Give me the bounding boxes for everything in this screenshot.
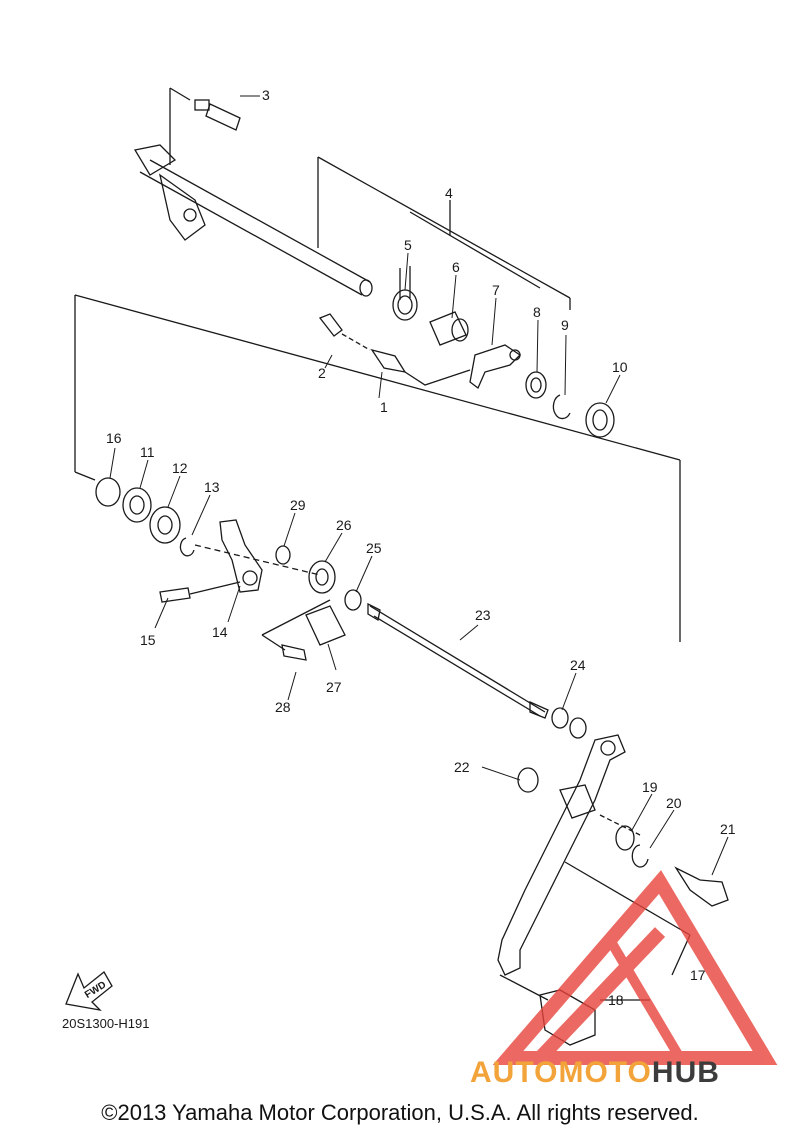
callout-24: 24 [570, 657, 586, 673]
callout-28: 28 [275, 699, 291, 715]
watermark-triangle-icon [492, 870, 778, 1065]
callout-19: 19 [642, 779, 658, 795]
watermark-logo: AUTOMOTOHUB [470, 1056, 720, 1090]
callout-4: 4 [445, 185, 453, 201]
callout-26: 26 [336, 517, 352, 533]
fwd-arrow-icon: FWD [65, 971, 113, 1011]
callout-9: 9 [561, 317, 569, 333]
callout-10: 10 [612, 359, 628, 375]
callout-11: 11 [140, 444, 155, 460]
callout-1: 1 [380, 399, 388, 415]
callout-23: 23 [475, 607, 491, 623]
callout-29: 29 [290, 497, 306, 513]
callout-3: 3 [262, 87, 270, 103]
callout-27: 27 [326, 679, 342, 695]
callout-15: 15 [140, 632, 156, 648]
callout-14: 14 [212, 624, 228, 640]
copyright-notice: ©2013 Yamaha Motor Corporation, U.S.A. A… [101, 1100, 699, 1125]
callout-18: 18 [608, 992, 624, 1008]
callout-6: 6 [452, 259, 460, 275]
callout-20: 20 [666, 795, 682, 811]
callout-7: 7 [492, 282, 500, 298]
watermark-text-part1: AUTOMOTO [470, 1056, 652, 1089]
drawing-code: 20S1300-H191 [62, 1016, 150, 1031]
callout-25: 25 [366, 540, 382, 556]
watermark-text-part2: HUB [651, 1056, 720, 1089]
callout-17: 17 [690, 967, 706, 983]
callout-22: 22 [454, 759, 470, 775]
callout-8: 8 [533, 304, 541, 320]
callout-13: 13 [204, 479, 220, 495]
callout-21: 21 [720, 821, 736, 837]
callout-5: 5 [404, 237, 412, 253]
callout-12: 12 [172, 460, 188, 476]
callout-16: 16 [106, 430, 122, 446]
callout-2: 2 [318, 365, 326, 381]
